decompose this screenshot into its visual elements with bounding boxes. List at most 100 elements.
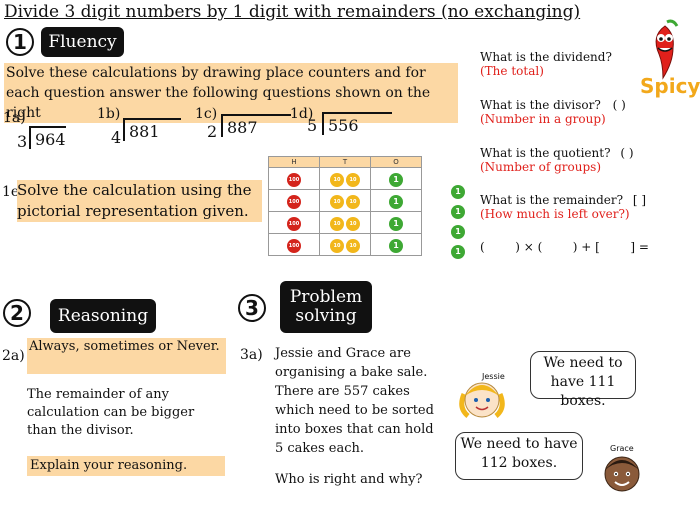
answer-bracket: [ ]	[632, 193, 647, 207]
section-number-1: 1	[6, 28, 34, 56]
spicy-label: Spicy	[640, 74, 700, 98]
jessie-name: Jessie	[482, 372, 505, 381]
ones-counter: 1	[389, 216, 403, 231]
problem-question: Who is right and why?	[275, 472, 423, 487]
header-tens: T	[319, 156, 371, 168]
dividend: 964	[29, 126, 66, 149]
remainder-ones-counter: 1	[451, 185, 465, 199]
remainder-ones: 1 1 1 1	[450, 185, 468, 265]
divisor: 4	[111, 128, 122, 147]
question-text: What is the remainder? [ ]	[480, 193, 690, 207]
reasoning-statement: The remainder of any calculation can be …	[27, 387, 195, 438]
reasoning-explain: Explain your reasoning.	[27, 456, 225, 476]
calc-1d: 1d) 5 556	[290, 104, 400, 149]
reasoning-number: 2a)	[2, 348, 25, 364]
question-hint: (How much is left over?)	[480, 207, 630, 221]
hundreds-counter: 100	[287, 216, 301, 231]
grace-avatar	[600, 452, 644, 494]
question-label: What is the divisor?	[480, 98, 601, 112]
reasoning-prompt: Always, sometimes or Never.	[27, 338, 226, 374]
remainder-ones-counter: 1	[451, 205, 465, 219]
remainder-ones-counter: 1	[451, 225, 465, 239]
divisor: 2	[207, 122, 218, 141]
ones-cell: 1	[370, 233, 422, 256]
tens-counter: 10	[346, 172, 360, 187]
reasoning-label: Reasoning	[50, 299, 156, 333]
calc-label: 1a)	[3, 110, 26, 126]
tens-counter: 10	[346, 194, 360, 209]
ones-cell: 1	[370, 167, 422, 190]
problem-label-line1: Problem	[289, 287, 363, 308]
divisor: 3	[17, 132, 28, 151]
chilli-mascot	[645, 18, 685, 80]
problem-text: Jessie and Grace are organising a bake s…	[275, 346, 434, 456]
fluency-label: Fluency	[41, 27, 124, 57]
ones-counter: 1	[389, 172, 403, 187]
problem-number: 3a)	[240, 347, 263, 363]
answer-bracket: ( )	[620, 146, 634, 160]
calc-label: 1d)	[290, 106, 314, 122]
calc-1c: 1c) 2 887	[195, 104, 295, 149]
calc-1e-text: Solve the calculation using the pictoria…	[17, 180, 262, 222]
question-text: What is the divisor? ( )	[480, 98, 680, 112]
problem-label-line2: solving	[295, 306, 357, 326]
tens-counter: 10	[346, 238, 360, 253]
section-number-3: 3	[238, 294, 266, 322]
problem-solving-label: Problem solving	[280, 281, 372, 333]
question-quotient: What is the quotient? ( ) (Number of gro…	[480, 146, 680, 174]
dividend: 881	[123, 118, 181, 141]
question-text: What is the dividend?	[480, 50, 612, 64]
equation: ( ) × ( ) + [ ] =	[480, 240, 649, 254]
calc-label: 1c)	[195, 106, 218, 122]
hundreds-cell: 100	[268, 211, 320, 234]
tens-counter: 10	[330, 194, 344, 209]
header-hundreds: H	[268, 156, 320, 168]
header-ones: O	[370, 156, 422, 168]
answer-bracket: ( )	[612, 98, 626, 112]
ones-counter: 1	[389, 194, 403, 209]
hundreds-cell: 100	[268, 167, 320, 190]
dividend: 556	[322, 112, 392, 135]
question-hint: (Number of groups)	[480, 160, 601, 174]
question-hint: (The total)	[480, 64, 544, 78]
tens-counter: 10	[330, 216, 344, 231]
calc-1a: 1a) 3 964	[3, 108, 83, 153]
hundreds-counter: 100	[287, 194, 301, 209]
question-divisor: What is the divisor? ( ) (Number in a gr…	[480, 98, 680, 126]
page-title: Divide 3 digit numbers by 1 digit with r…	[4, 2, 581, 22]
grace-speech-bubble: We need to have 112 boxes.	[455, 432, 583, 480]
ones-cell: 1	[370, 211, 422, 234]
calc-label: 1b)	[97, 106, 121, 122]
jessie-speech-bubble: We need to have 111 boxes.	[530, 351, 636, 409]
hundreds-cell: 100	[268, 233, 320, 256]
tens-counter: 10	[330, 172, 344, 187]
question-label: What is the quotient?	[480, 146, 611, 160]
tens-counter: 10	[330, 238, 344, 253]
jessie-avatar	[458, 376, 506, 420]
ones-counter: 1	[389, 238, 403, 253]
remainder-ones-counter: 1	[451, 245, 465, 259]
question-text: What is the quotient? ( )	[480, 146, 680, 160]
section-number-2: 2	[3, 299, 31, 327]
ones-cell: 1	[370, 189, 422, 212]
hundreds-counter: 100	[287, 172, 301, 187]
dividend: 887	[221, 114, 291, 137]
grace-name: Grace	[610, 444, 634, 453]
hundreds-counter: 100	[287, 238, 301, 253]
question-label: What is the remainder?	[480, 193, 624, 207]
calc-1b: 1b) 4 881	[97, 104, 187, 149]
hundreds-cell: 100	[268, 189, 320, 212]
question-remainder: What is the remainder? [ ] (How much is …	[480, 193, 690, 221]
question-dividend: What is the dividend? (The total)	[480, 50, 650, 78]
divisor: 5	[307, 116, 318, 135]
